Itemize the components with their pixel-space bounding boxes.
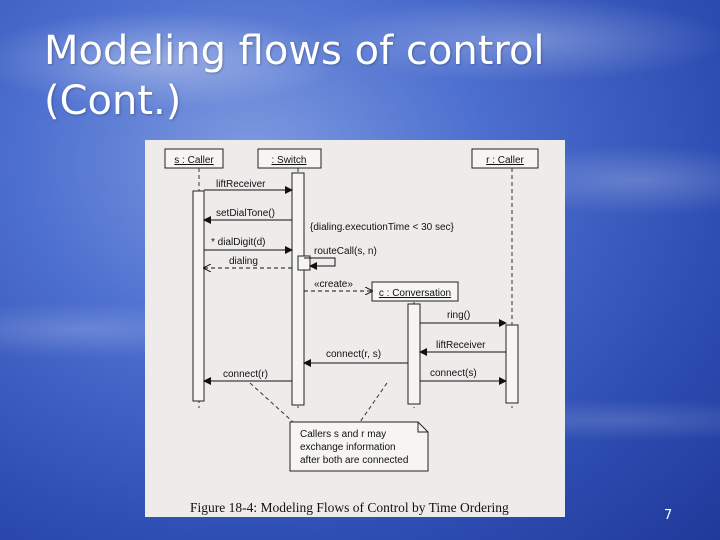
slide-number: 7: [664, 508, 673, 523]
lifeline-label-caller-s: s : Caller: [174, 155, 214, 166]
lifeline-label-switch: : Switch: [271, 155, 306, 166]
message-dialing: dialing: [229, 256, 258, 267]
timing-constraint: {dialing.executionTime < 30 sec}: [310, 222, 455, 233]
note-anchor-left: [249, 382, 294, 423]
message-arrow-route-call: [304, 257, 336, 270]
note-box: [289, 421, 429, 472]
message-lift-receiver-2: liftReceiver: [436, 340, 486, 351]
slide-title: Modeling flows of control (Cont.): [44, 26, 604, 126]
message-dial-digit: * dialDigit(d): [211, 237, 265, 248]
activation-caller-r: [505, 324, 519, 404]
sequence-diagram: s : Caller : Switch r : Caller c : Conve…: [164, 148, 539, 515]
activation-switch: [291, 172, 305, 406]
message-set-dial-tone: setDialTone(): [216, 208, 275, 219]
lifeline-head-caller-r: [471, 148, 539, 169]
slide-title-line-1: Modeling flows of control: [44, 28, 545, 74]
lifeline-label-caller-r: r : Caller: [486, 155, 524, 166]
message-connect-s: connect(s): [430, 368, 477, 379]
note-line-3: after both are connected: [300, 455, 408, 466]
message-route-call: routeCall(s, n): [314, 246, 377, 257]
sequence-diagram-figure: s : Caller : Switch r : Caller c : Conve…: [145, 140, 565, 517]
note-line-1: Callers s and r may: [300, 429, 386, 440]
lifeline-label-conversation: c : Conversation: [379, 288, 451, 299]
message-create: «create»: [314, 279, 353, 290]
activation-caller-s: [192, 190, 205, 402]
lifeline-head-caller-s: [164, 148, 224, 169]
note-anchor-right: [359, 382, 388, 423]
note-line-2: exchange information: [300, 442, 396, 453]
message-connect-r-s: connect(r, s): [326, 349, 381, 360]
note-fold: [417, 422, 428, 433]
lifeline-head-switch: [257, 148, 322, 169]
message-connect-r: connect(r): [223, 369, 268, 380]
message-lift-receiver-1: liftReceiver: [216, 179, 266, 190]
message-ring: ring(): [447, 310, 470, 321]
figure-caption: Figure 18-4: Modeling Flows of Control b…: [190, 500, 509, 515]
slide-title-line-2: (Cont.): [44, 78, 182, 124]
activation-conversation: [407, 303, 421, 405]
